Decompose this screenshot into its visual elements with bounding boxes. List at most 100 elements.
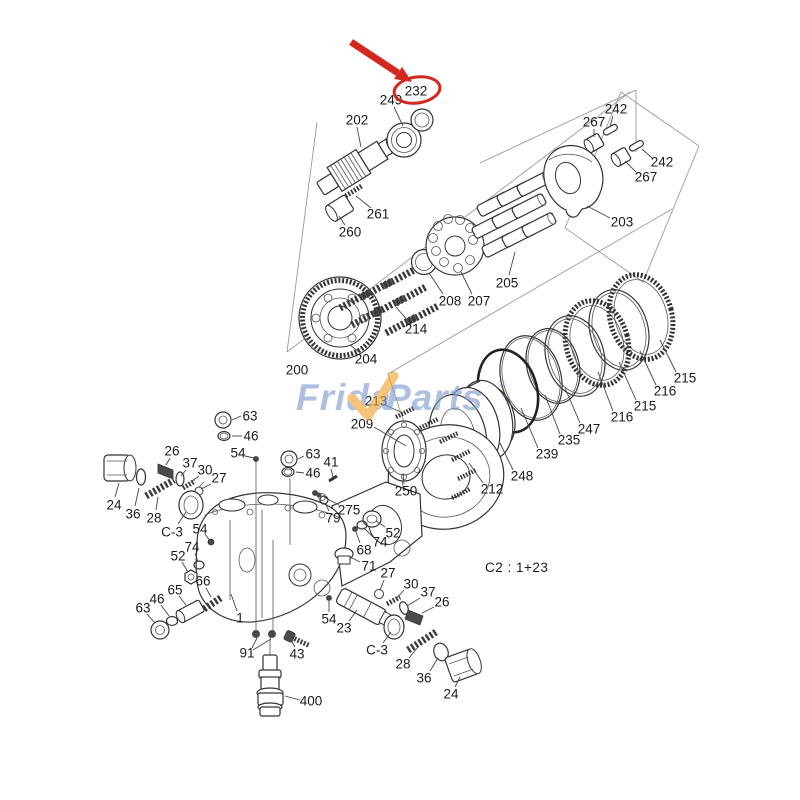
ring-247	[525, 328, 581, 404]
pin-54-top	[253, 456, 259, 462]
part-label-216: 216	[654, 384, 677, 399]
leader-line-260	[338, 215, 346, 226]
leader-line-247	[564, 387, 581, 424]
leader-line-91	[251, 637, 258, 649]
plug-260	[325, 194, 354, 222]
leader-line-27	[379, 579, 385, 591]
plug-66	[202, 594, 224, 612]
leader-line-209	[373, 426, 407, 447]
part-label-30: 30	[197, 463, 212, 478]
leader-line-41	[330, 468, 334, 478]
part-label-24: 24	[106, 498, 122, 513]
side-plate	[331, 481, 423, 587]
extra-leader-line-0	[252, 638, 272, 651]
leader-line-46	[295, 471, 305, 474]
leader-line-36	[134, 487, 140, 507]
plug-71	[334, 547, 354, 565]
leader-line-242	[609, 115, 614, 128]
pin-242-a	[602, 123, 618, 136]
leader-line-79	[324, 502, 330, 512]
part-label-267: 267	[583, 115, 606, 130]
part-label-27: 27	[211, 471, 226, 486]
leader-line-28	[155, 496, 159, 511]
leader-line-267	[624, 160, 637, 173]
leader-line-66	[205, 587, 212, 598]
leader-line-C-3	[177, 511, 187, 525]
part-label-28: 28	[395, 657, 410, 672]
springs-214	[338, 266, 440, 337]
part-label-267: 267	[635, 170, 658, 185]
part-label-43: 43	[289, 647, 304, 662]
leader-line-68	[355, 531, 361, 544]
leader-line-37	[406, 597, 421, 607]
watermark-registered-mark: ®	[498, 379, 506, 391]
leader-line-26	[165, 457, 171, 466]
leader-line-207	[460, 271, 473, 295]
o-ring-74-left	[193, 560, 205, 570]
part-label-52: 52	[385, 526, 400, 541]
leader-line-36	[429, 657, 439, 672]
leader-line-27	[200, 483, 212, 490]
leader-line-74	[194, 552, 199, 563]
part-label-74: 74	[372, 535, 388, 550]
leader-line-248	[499, 442, 514, 471]
part-label-248: 248	[511, 469, 534, 484]
leader-line-24	[114, 482, 120, 498]
watermark-check-icon	[347, 371, 399, 421]
part-label-46: 46	[305, 466, 320, 481]
part-label-74: 74	[184, 540, 200, 555]
part-label-205: 205	[496, 276, 519, 291]
plug-267-a	[583, 133, 605, 153]
plug-63-top	[214, 411, 232, 429]
part-label-242: 242	[651, 155, 674, 170]
leader-line-205	[508, 251, 516, 276]
relief-valve-left	[103, 454, 205, 520]
part-label-208: 208	[439, 294, 462, 309]
leader-line-28	[408, 646, 419, 659]
leader-line-215	[618, 361, 637, 401]
leader-line-216	[597, 371, 614, 412]
part-label-52: 52	[170, 549, 185, 564]
part-label-41: 41	[323, 455, 338, 470]
leader-line-275	[323, 496, 340, 506]
pin-41	[328, 474, 338, 483]
nut-52-left	[184, 569, 198, 585]
part-label-202: 202	[346, 113, 369, 128]
red-circle-annotation	[392, 75, 442, 105]
part-label-63: 63	[242, 409, 257, 424]
part-label-24: 24	[443, 687, 459, 702]
part-label-275: 275	[338, 503, 361, 518]
bearing-249	[386, 122, 422, 158]
leader-line-23	[348, 609, 358, 622]
part-label-232: 232	[405, 84, 428, 99]
leader-line-52	[375, 520, 386, 528]
part-label-30: 30	[403, 577, 418, 592]
leader-line-204	[349, 344, 360, 353]
leader-line-249	[393, 106, 404, 127]
leader-line-26	[421, 606, 435, 614]
bolt-275	[312, 490, 326, 501]
part-label-54: 54	[230, 446, 246, 461]
pin-68	[352, 526, 358, 532]
part-label-260: 260	[339, 225, 362, 240]
o-ring-46-top	[217, 430, 231, 442]
relief-valve-right	[326, 588, 482, 683]
part-label-63: 63	[135, 601, 150, 616]
part-label-66: 66	[195, 574, 210, 589]
leader-line-213	[384, 404, 404, 414]
leader-line-46	[160, 604, 170, 617]
part-label-261: 261	[367, 207, 390, 222]
leader-line-1	[230, 593, 238, 612]
part-label-46: 46	[149, 592, 164, 607]
part-label-216: 216	[611, 410, 634, 425]
leader-line-214	[395, 306, 410, 323]
leader-line-63	[231, 415, 242, 421]
pump-body-1	[195, 492, 347, 623]
leader-line-261	[355, 195, 372, 209]
plug-63-bottom	[150, 620, 170, 640]
leader-line-52	[181, 561, 189, 573]
friction-disc-215-b	[562, 298, 632, 388]
pin-242-b	[628, 139, 644, 152]
part-label-71: 71	[361, 559, 376, 574]
